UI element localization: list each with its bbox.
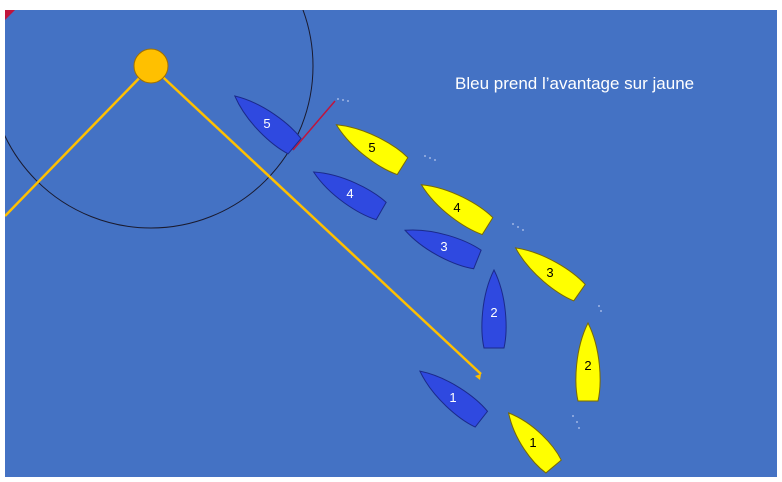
blue-fleet: 1 2 3 4 5 [233, 95, 507, 428]
yellow-boat-3: 3 [514, 247, 586, 302]
yellow-fleet: 1 2 3 4 5 [335, 124, 601, 474]
blue-boat-2-label: 2 [490, 305, 497, 320]
blue-boat-5-label: 5 [263, 116, 270, 131]
yellow-boat-2: 2 [575, 321, 601, 402]
blue-boat-2: 2 [481, 268, 507, 349]
blue-boat-4-label: 4 [346, 186, 353, 201]
diagram-canvas: 1 2 3 4 5 1 [5, 10, 602, 474]
wake-trails [337, 98, 602, 429]
yellow-boat-5-label: 5 [368, 140, 375, 155]
corner-marker [5, 10, 15, 20]
layline-arrow-tip [475, 374, 481, 380]
layline-left [5, 65, 152, 217]
overlap-line [292, 100, 336, 151]
yellow-boat-1-label: 1 [529, 435, 536, 450]
mark-buoy-icon [133, 48, 169, 84]
blue-boat-1-label: 1 [449, 390, 456, 405]
yellow-boat-2-label: 2 [584, 358, 591, 373]
yellow-boat-3-label: 3 [546, 265, 553, 280]
blue-boat-3-label: 3 [440, 239, 447, 254]
blue-boat-1: 1 [419, 370, 489, 428]
diagram-caption: Bleu prend l’avantage sur jaune [455, 74, 695, 93]
yellow-boat-1: 1 [507, 412, 562, 474]
blue-boat-5: 5 [233, 95, 302, 155]
zone-circle [5, 10, 314, 229]
blue-boat-4: 4 [312, 171, 387, 221]
race-diagram: 1 2 3 4 5 1 [5, 10, 777, 477]
yellow-boat-5: 5 [335, 124, 409, 176]
blue-boat-3: 3 [404, 229, 482, 270]
layline-right [150, 65, 482, 375]
yellow-boat-4-label: 4 [453, 200, 460, 215]
yellow-boat-4: 4 [420, 184, 494, 236]
